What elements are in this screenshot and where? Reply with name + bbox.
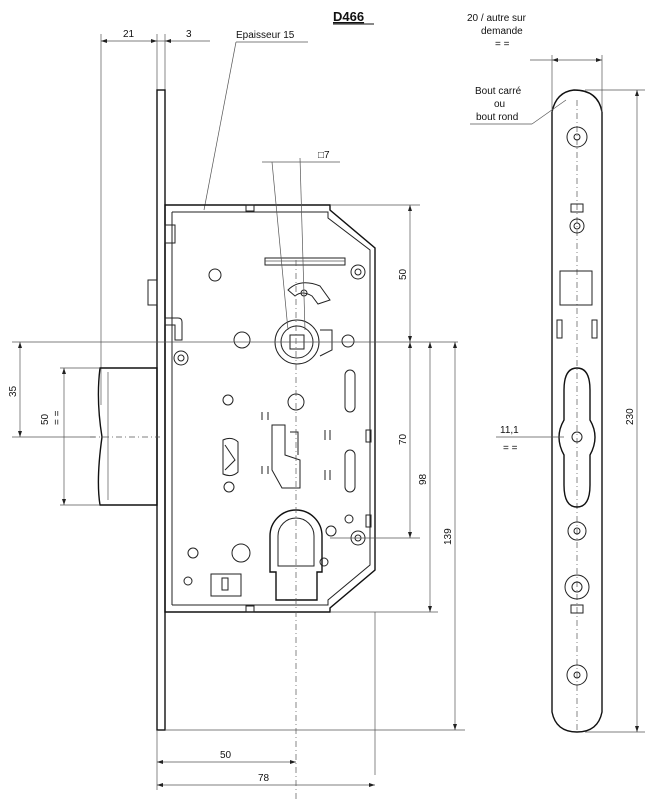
dim-70-label: 70 bbox=[398, 433, 409, 445]
case-block bbox=[210, 573, 242, 597]
follower-hub bbox=[264, 257, 346, 365]
case-holes bbox=[173, 264, 366, 586]
faceplate-front bbox=[551, 89, 603, 733]
case-slots bbox=[222, 369, 372, 528]
dimension-11-1: 11,1 = = bbox=[496, 425, 564, 454]
dim-78-label: 78 bbox=[258, 773, 270, 784]
dim-3-label: 3 bbox=[186, 29, 192, 40]
latch-bolt bbox=[147, 279, 183, 341]
drawing-title: D466 bbox=[333, 9, 364, 24]
end-shape-note-3: bout rond bbox=[476, 112, 518, 123]
cylinder-hole bbox=[269, 509, 323, 601]
dim-98-label: 98 bbox=[418, 473, 429, 485]
lock-case bbox=[164, 204, 376, 613]
dimension-78: 78 bbox=[157, 773, 375, 787]
dimension-70: 70 bbox=[398, 342, 412, 538]
dim-50-bolt-eq: = = bbox=[52, 410, 63, 425]
faceplate-side bbox=[156, 89, 166, 731]
dim-21-label: 21 bbox=[123, 29, 135, 40]
dim-230-label: 230 bbox=[625, 408, 636, 425]
dimension-230: 230 bbox=[585, 89, 645, 733]
dimension-139: 139 bbox=[443, 342, 457, 730]
thickness-label: Epaisseur 15 bbox=[236, 30, 295, 41]
dim-11-1-label: 11,1 bbox=[500, 425, 519, 436]
deadbolt bbox=[90, 367, 160, 506]
dim-50-top-label: 50 bbox=[398, 268, 409, 280]
dimension-35: 35 bbox=[8, 342, 22, 437]
square-7-label: □7 bbox=[318, 150, 330, 161]
dimension-98: 98 bbox=[418, 342, 432, 612]
dim-139-label: 139 bbox=[443, 528, 454, 545]
dimension-50-bolt: 50 = = bbox=[40, 368, 66, 505]
dimension-21-3: 21 3 bbox=[100, 29, 210, 405]
faceplate-width-note-2: demande bbox=[481, 26, 523, 37]
faceplate-width-note-3: = = bbox=[495, 39, 510, 50]
dim-11-1-eq: = = bbox=[503, 443, 518, 454]
dimension-50-top: 50 bbox=[398, 205, 412, 342]
dimension-50-bottom: 50 bbox=[156, 730, 296, 790]
end-shape-note-1: Bout carré bbox=[475, 86, 522, 97]
dim-50-bottom-label: 50 bbox=[220, 750, 232, 761]
dim-35-label: 35 bbox=[8, 385, 19, 397]
dim-50-bolt-label: 50 bbox=[40, 413, 51, 425]
faceplate-width-note-1: 20 / autre sur bbox=[467, 13, 527, 24]
end-shape-note-2: ou bbox=[494, 99, 505, 110]
